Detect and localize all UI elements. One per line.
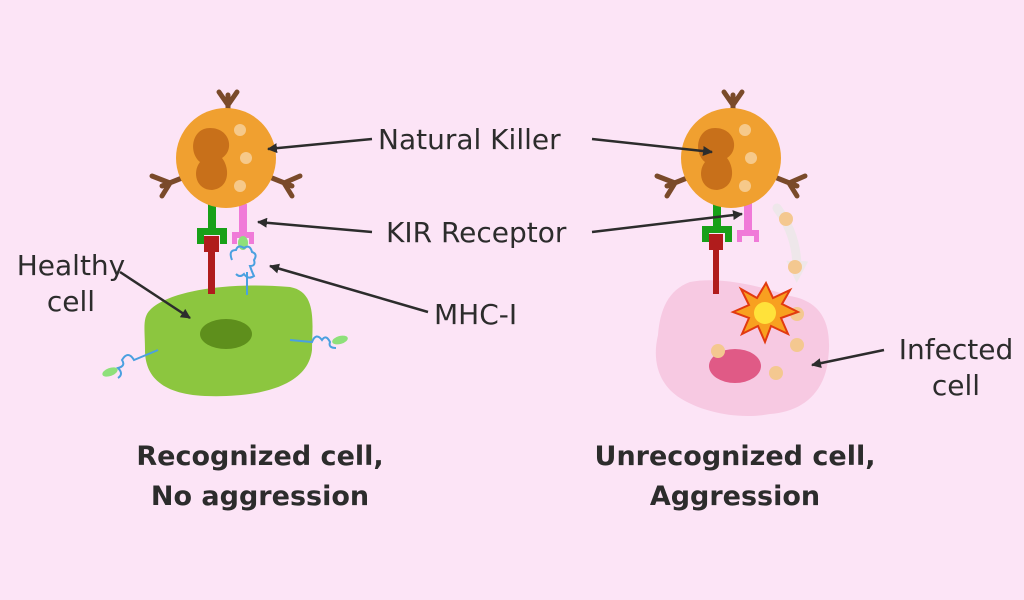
natural-killer-label: Natural Killer [378, 123, 561, 156]
healthy-cell-label-line1: Healthy [16, 249, 126, 282]
activating-ligand-left [204, 236, 219, 294]
arrow-icon [811, 348, 885, 369]
natural-killer-cell-icon [654, 89, 808, 208]
caption-left-line2: No aggression [150, 481, 370, 512]
mhc-i-surface-right [289, 335, 348, 349]
arrow-icon [591, 137, 713, 157]
arrow-icon [591, 210, 743, 234]
explosion-icon [730, 280, 801, 345]
mhc-i-left [229, 236, 257, 295]
infected-cell-icon [655, 280, 830, 417]
granule-release-arrow [772, 203, 809, 283]
natural-killer-cell-icon [149, 89, 303, 208]
caption-right-line1: Unrecognized cell, [594, 441, 876, 472]
caption-right: Unrecognized cell, Aggression [575, 437, 895, 517]
infected-cell-label-line2: cell [931, 369, 981, 402]
kir-receptor-left [232, 204, 254, 244]
activating-ligand-right [709, 234, 723, 294]
healthy-cell-label: Healthy cell [6, 248, 136, 320]
infected-cell-label-line1: Infected [898, 333, 1014, 366]
arrow-icon [257, 217, 373, 234]
caption-right-line2: Aggression [649, 481, 821, 512]
activating-receptor-left [197, 202, 227, 244]
kir-receptor-label: KIR Receptor [386, 216, 567, 249]
healthy-cell-label-line2: cell [46, 285, 96, 318]
arrow-icon [269, 263, 429, 314]
activating-receptor-right [702, 200, 732, 242]
kir-receptor-right [737, 202, 759, 242]
caption-left: Recognized cell, No aggression [100, 437, 420, 517]
arrow-icon [119, 270, 191, 320]
infected-cell-label: Infected cell [888, 332, 1024, 404]
healthy-cell-icon [144, 285, 313, 397]
mhc-i-label: MHC-I [434, 298, 518, 331]
arrow-icon [267, 137, 373, 154]
infected-nucleus [709, 349, 761, 383]
healthy-nucleus [200, 319, 252, 349]
caption-left-line1: Recognized cell, [136, 441, 384, 472]
mhc-i-surface-left [102, 349, 159, 379]
